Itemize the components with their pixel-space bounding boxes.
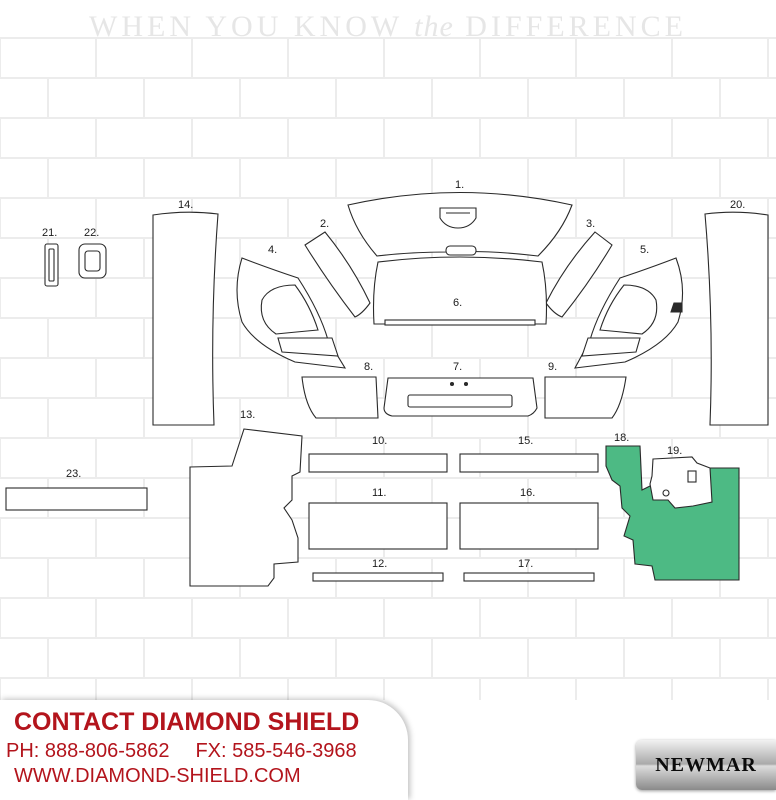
part-8[interactable]: 8.	[301, 361, 379, 419]
part-13-label: 13.	[240, 409, 255, 421]
phone-number[interactable]: PH: 888-806-5862	[6, 740, 170, 762]
part-20-label: 20.	[730, 199, 745, 211]
contact-numbers: PH: 888-806-5862 FX: 585-546-3968	[6, 740, 357, 763]
part-17-label: 17.	[518, 558, 533, 570]
part-16-label: 16.	[520, 487, 535, 499]
parts-diagram: 1. 2. 3. 4. 5.	[5, 179, 769, 587]
part-20[interactable]: 20.	[704, 199, 769, 426]
part-10-shape	[308, 453, 448, 473]
part-4-cutout	[260, 284, 319, 335]
newmar-logo-text: NEWMAR	[655, 754, 757, 776]
part-9-shape	[544, 376, 627, 419]
part-14-shape	[152, 211, 219, 426]
part-14[interactable]: 14.	[152, 199, 219, 426]
website-link[interactable]: WWW.DIAMOND-SHIELD.COM	[14, 765, 301, 787]
part-11[interactable]: 11.	[308, 487, 448, 550]
part-19[interactable]: 19.	[649, 445, 713, 509]
part-5-marker	[670, 302, 683, 313]
part-11-shape	[308, 502, 448, 550]
part-3-label: 3.	[586, 218, 595, 230]
part-15-shape	[459, 453, 599, 473]
part-4-tab	[277, 337, 339, 357]
part-21-label: 21.	[42, 227, 57, 239]
part-10[interactable]: 10.	[308, 435, 448, 473]
part-2-label: 2.	[320, 218, 329, 230]
part-15[interactable]: 15.	[459, 435, 599, 473]
part-19-notch	[687, 470, 697, 483]
part-5-label: 5.	[640, 244, 649, 256]
part-19-label: 19.	[667, 445, 682, 457]
part-5-cutout	[599, 284, 658, 335]
tagline-part-1: WHEN YOU KNOW	[89, 10, 403, 43]
part-4[interactable]: 4.	[236, 244, 347, 369]
part-9-label: 9.	[548, 361, 557, 373]
newmar-logo: NEWMAR	[636, 740, 776, 790]
part-10-label: 10.	[372, 435, 387, 447]
part-13[interactable]: 13.	[189, 409, 303, 587]
part-3-shape	[545, 231, 613, 318]
part-5-tab	[581, 337, 641, 357]
part-22[interactable]: 22.	[78, 227, 107, 279]
part-5[interactable]: 5.	[574, 244, 684, 369]
part-12-label: 12.	[372, 558, 387, 570]
part-23[interactable]: 23.	[5, 468, 148, 511]
part-23-shape	[5, 487, 148, 511]
part-8-label: 8.	[364, 361, 373, 373]
tagline: WHEN YOU KNOW the DIFFERENCE	[0, 10, 776, 44]
part-13-shape	[189, 428, 303, 587]
part-1-label: 1.	[455, 179, 464, 191]
part-7[interactable]: 7.	[383, 361, 538, 417]
part-3[interactable]: 3.	[545, 218, 613, 318]
part-9[interactable]: 9.	[544, 361, 627, 419]
part-6-label: 6.	[453, 297, 462, 309]
part-6-strip	[384, 319, 536, 326]
part-22-label: 22.	[84, 227, 99, 239]
part-16[interactable]: 16.	[459, 487, 599, 550]
tagline-part-3: DIFFERENCE	[465, 10, 687, 43]
part-6[interactable]: 6.	[372, 256, 548, 326]
part-15-label: 15.	[518, 435, 533, 447]
part-7-label: 7.	[453, 361, 462, 373]
part-22-inner	[84, 250, 101, 272]
part-7-hole-1	[449, 381, 455, 387]
part-11-label: 11.	[372, 487, 386, 499]
part-8-shape	[301, 376, 379, 419]
tagline-part-2: the	[414, 10, 454, 43]
part-1[interactable]: 1.	[347, 179, 573, 257]
part-20-shape	[704, 211, 769, 426]
part-2[interactable]: 2.	[304, 218, 371, 318]
part-19-shape	[649, 456, 713, 509]
part-6-shape	[372, 256, 548, 325]
part-19-hole	[662, 489, 670, 497]
part-1-sensor	[445, 245, 477, 256]
part-2-shape	[304, 231, 371, 318]
part-18-label: 18.	[614, 432, 629, 444]
part-4-label: 4.	[268, 244, 277, 256]
part-7-slot	[407, 394, 513, 408]
contact-title: CONTACT DIAMOND SHIELD	[14, 708, 360, 736]
part-7-hole-2	[463, 381, 469, 387]
part-21-inner	[48, 248, 55, 282]
part-17[interactable]: 17.	[463, 558, 595, 582]
part-17-shape	[463, 572, 595, 582]
part-12[interactable]: 12.	[312, 558, 444, 582]
part-21[interactable]: 21.	[42, 227, 59, 287]
part-12-shape	[312, 572, 444, 582]
part-23-label: 23.	[66, 468, 81, 480]
contact-panel: CONTACT DIAMOND SHIELD PH: 888-806-5862 F…	[0, 700, 408, 800]
fax-number: FX: 585-546-3968	[195, 740, 357, 762]
part-14-label: 14.	[178, 199, 193, 211]
part-16-shape	[459, 502, 599, 550]
